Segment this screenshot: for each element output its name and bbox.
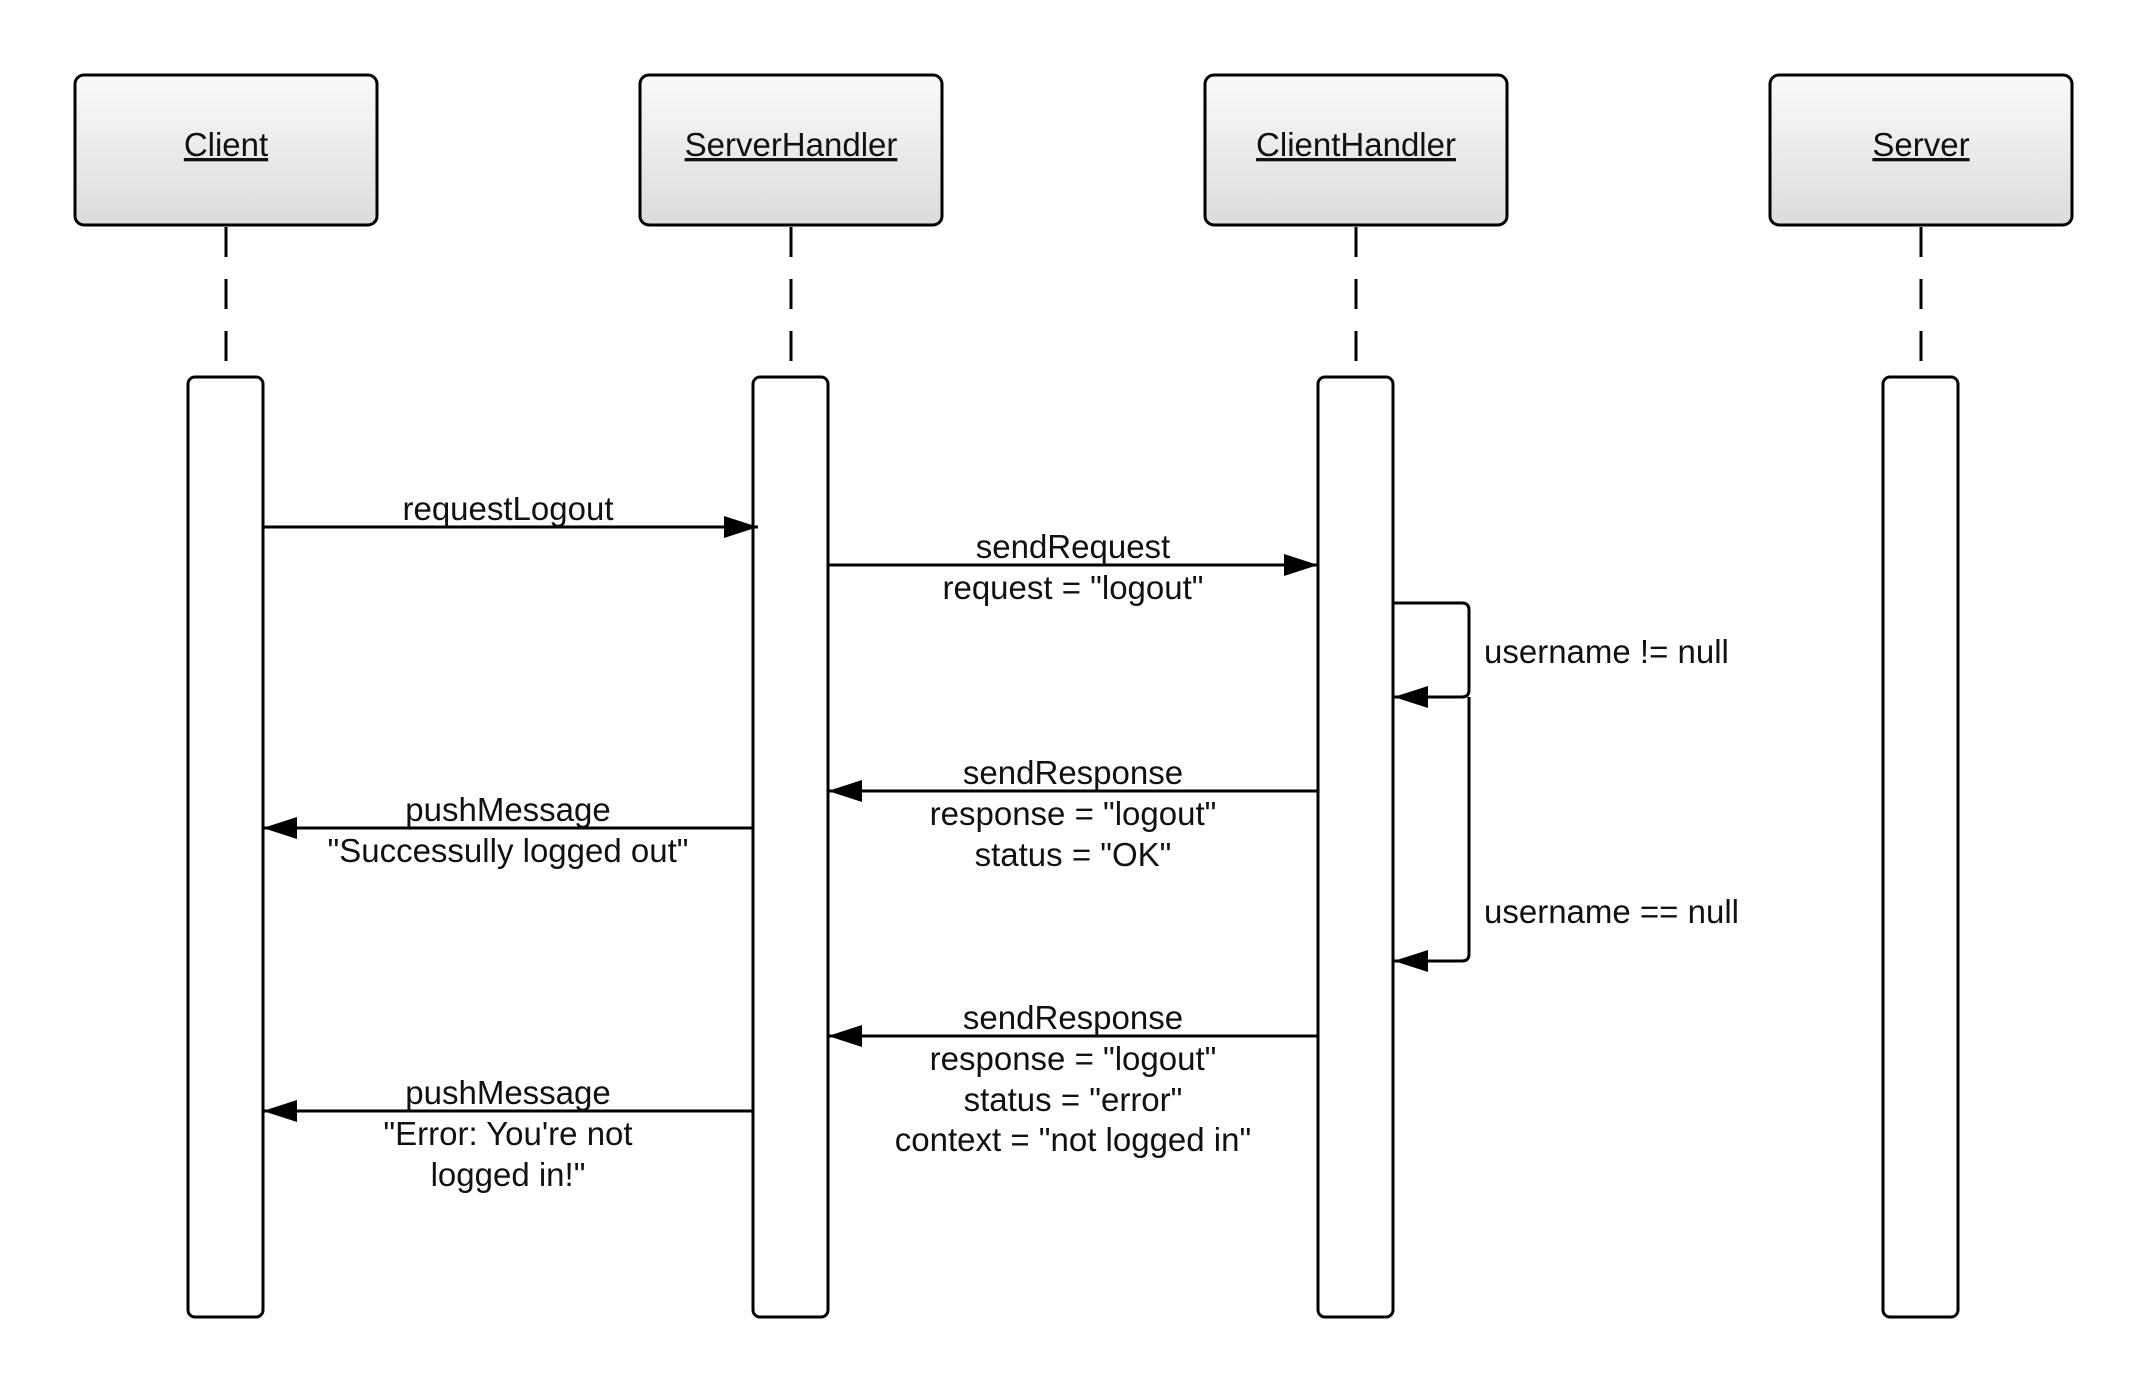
label-send-response-error-response: response = "logout" [930,1040,1217,1077]
label-username-null: username == null [1484,893,1739,930]
label-request-logout: requestLogout [402,490,613,527]
label-send-request-param: request = "logout" [942,569,1203,606]
label-send-response-ok: sendResponse [963,754,1183,791]
label-push-message-error-text-2: logged in!" [431,1156,586,1193]
actor-label-client-handler: ClientHandler [1256,126,1456,163]
actor-label-server: Server [1872,126,1969,163]
actor-client: Client [73,73,379,227]
label-push-message-error-text-1: "Error: You're not [383,1115,632,1152]
activation-bar-server-handler [751,375,830,1319]
label-send-response-ok-response: response = "logout" [930,795,1217,832]
label-send-response-error: sendResponse [963,999,1183,1036]
label-push-message-success: pushMessage [405,791,610,828]
label-push-message-error: pushMessage [405,1074,610,1111]
activation-bar-client-handler [1316,375,1395,1319]
arrow-self-username-null [1394,697,1471,972]
activation-bar-server [1881,375,1960,1319]
label-push-message-success-text: "Successully logged out" [328,832,689,869]
label-send-request: sendRequest [976,528,1170,565]
label-username-not-null: username != null [1484,633,1729,670]
actor-server-handler: ServerHandler [638,73,944,227]
actor-client-handler: ClientHandler [1203,73,1509,227]
label-send-response-ok-status: status = "OK" [975,836,1172,873]
actor-label-server-handler: ServerHandler [685,126,898,163]
actor-server: Server [1768,73,2074,227]
arrow-self-username-not-null [1394,601,1471,708]
actor-label-client: Client [184,126,268,163]
activation-bar-client [186,375,265,1319]
label-send-response-error-status: status = "error" [964,1081,1183,1118]
label-send-response-error-context: context = "not logged in" [895,1121,1251,1158]
